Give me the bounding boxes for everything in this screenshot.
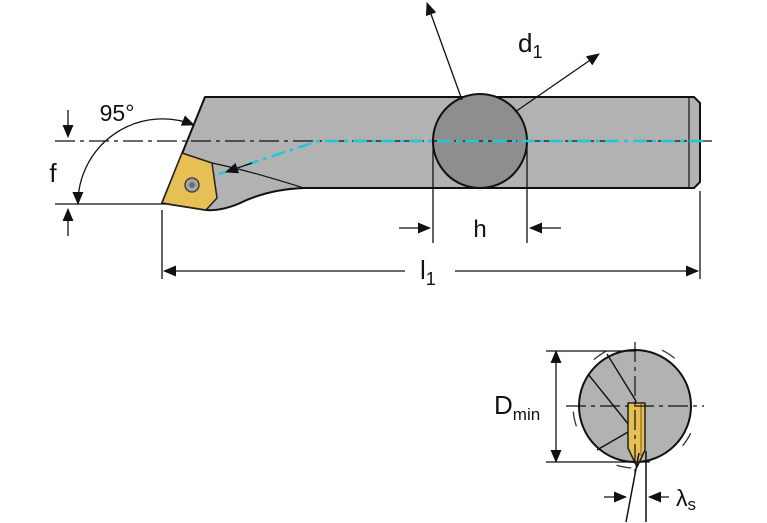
dim-approach-angle: 95°: [72, 100, 195, 205]
boring-bar-body: [161, 96, 701, 212]
d1-leader-left: [425, 2, 463, 101]
dmin-label: Dmin: [494, 390, 540, 424]
dim-dmin: Dmin: [494, 350, 650, 463]
main-view: 95° f d1 h: [49, 2, 712, 289]
coolant-direction-arrow-icon: [225, 162, 253, 174]
insert-pocket-line: [211, 162, 305, 189]
d1-leader-right: [514, 53, 600, 113]
dim-f: f: [49, 110, 166, 236]
d1-label: d1: [518, 28, 542, 62]
insert-screw-center-icon: [189, 182, 195, 188]
f-label: f: [49, 158, 57, 188]
dim-d1: d1: [425, 2, 600, 113]
lambda-s-label: λs: [676, 485, 696, 514]
dim-l1: l1: [161, 191, 701, 289]
angle-arc: [72, 115, 195, 205]
h-label: h: [473, 216, 486, 243]
end-view-pocket-lines: [587, 353, 637, 451]
end-view: Dmin λs: [494, 342, 704, 523]
dim-lambda-s: λs: [604, 451, 696, 523]
approach-angle-label: 95°: [100, 100, 135, 126]
lambda-edge-line: [625, 452, 640, 523]
l1-label: l1: [420, 255, 436, 289]
dim-h: h: [399, 143, 561, 243]
